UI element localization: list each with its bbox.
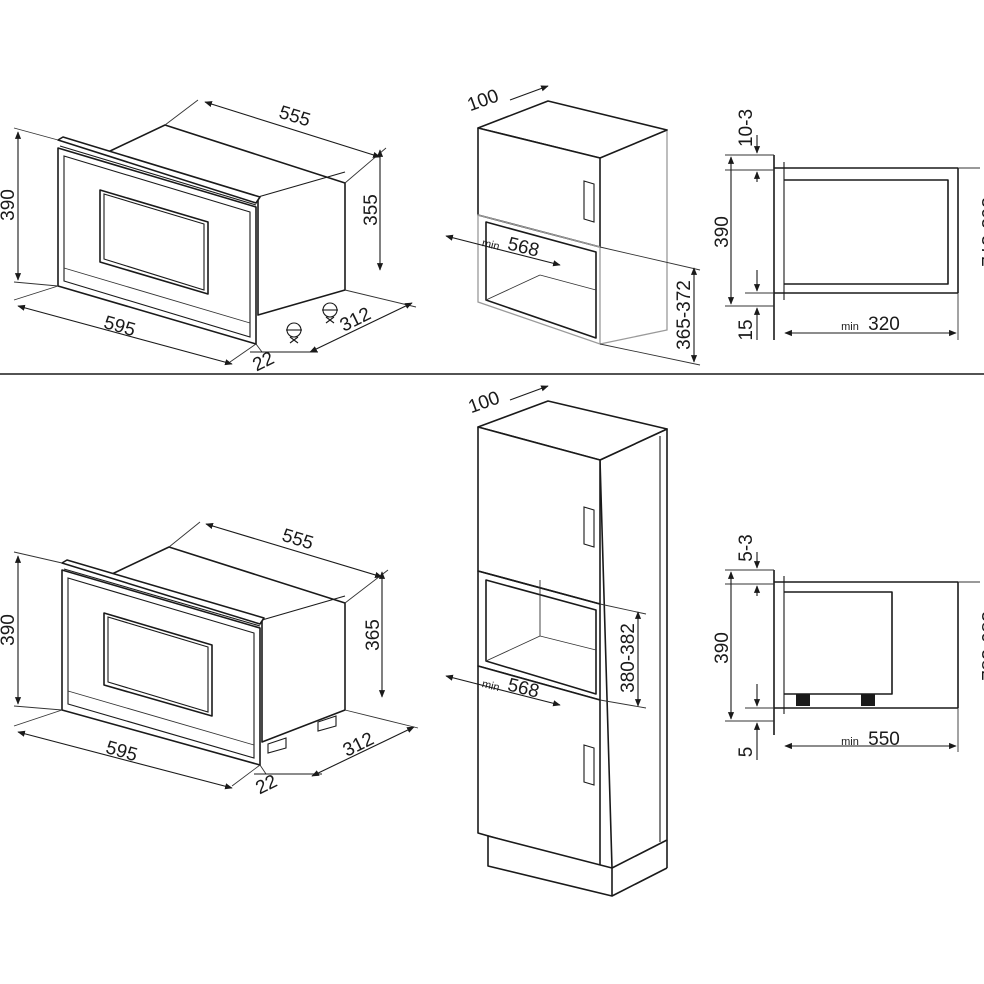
bottom-oven-iso: 390 555 365 595 312 22 (0, 521, 419, 799)
mounting-screw-icon (322, 302, 338, 324)
top-section: 10-3 390 15 365-372 min 320 (712, 109, 984, 341)
dim-min-label: min (481, 678, 501, 694)
dim-body-depth: 312 (337, 304, 375, 337)
dim-niche-height: 365-372 (674, 280, 695, 350)
dim-section-min-depth: 320 (868, 314, 900, 335)
dim-width: 595 (101, 312, 137, 341)
dim-section-min-depth: 550 (868, 729, 900, 750)
dim-panel-depth: 22 (252, 771, 280, 799)
dim-body-depth: 312 (340, 729, 378, 762)
dim-height: 390 (0, 614, 19, 646)
dim-niche-height: 380-382 (618, 623, 639, 693)
dim-section-niche-height: 380-382 (977, 611, 984, 681)
dim-min-label: min (481, 237, 501, 253)
dim-section-height: 390 (712, 216, 733, 248)
oven-foot (796, 694, 810, 706)
bottom-section: 5-3 390 5 380-382 min 550 (712, 534, 984, 760)
mounting-screw-icon (286, 322, 302, 344)
dim-width: 595 (103, 737, 139, 766)
dim-depth: 555 (279, 525, 315, 554)
dim-height: 390 (0, 189, 19, 221)
dim-depth: 555 (276, 102, 312, 131)
dim-section-bottom-gap: 5 (736, 747, 757, 758)
dim-body-height: 355 (361, 194, 382, 226)
dim-section-top-gap: 10-3 (736, 109, 757, 147)
dim-min-depth: 568 (505, 234, 541, 262)
bottom-column: 100 min 568 380-382 (445, 385, 668, 897)
top-oven-iso: 390 555 355 595 312 22 (0, 99, 417, 376)
dim-body-height: 365 (363, 619, 384, 651)
dim-gap-top: 100 (465, 86, 502, 117)
dim-section-niche-height: 365-372 (977, 197, 984, 267)
dim-min-label: min (841, 321, 859, 333)
dim-gap-top: 100 (466, 388, 503, 419)
dim-section-bottom-gap: 15 (736, 319, 757, 340)
top-cabinet: 100 min 568 365-372 (445, 85, 701, 366)
oven-foot (861, 694, 875, 706)
dim-section-top-gap: 5-3 (736, 534, 757, 561)
dim-min-label: min (841, 736, 859, 748)
dim-section-height: 390 (712, 632, 733, 664)
